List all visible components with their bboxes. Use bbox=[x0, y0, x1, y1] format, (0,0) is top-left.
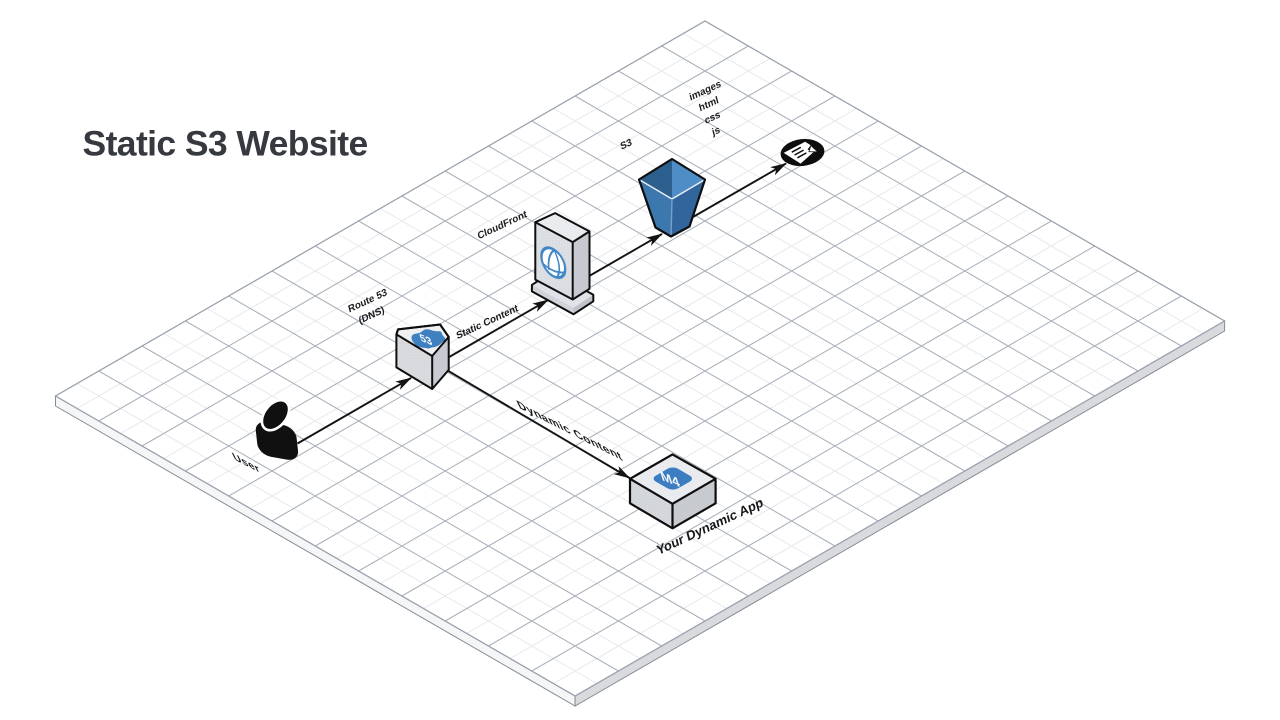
arrow-user-to-route53 bbox=[297, 377, 412, 445]
page-title: Static S3 Website bbox=[83, 124, 368, 164]
arrow-cloudfront-to-s3 bbox=[583, 233, 663, 280]
cloudfront-globe-icon bbox=[530, 212, 595, 316]
label-files-line4: js bbox=[710, 124, 722, 139]
route53-shield-icon: 53 bbox=[395, 323, 450, 390]
document-files-icon bbox=[780, 138, 825, 167]
edges bbox=[297, 162, 787, 479]
user-icon bbox=[255, 398, 299, 460]
label-s3: S3 bbox=[619, 137, 633, 153]
arrow-s3-to-files bbox=[685, 162, 787, 222]
ec2-instance-icon: M4 bbox=[628, 453, 717, 530]
arrow-route53-to-cloudfront bbox=[443, 299, 549, 361]
s3-bucket-icon bbox=[637, 157, 707, 238]
arrow-route53-to-app bbox=[439, 365, 631, 479]
iso-grid-plane bbox=[54, 20, 1226, 707]
